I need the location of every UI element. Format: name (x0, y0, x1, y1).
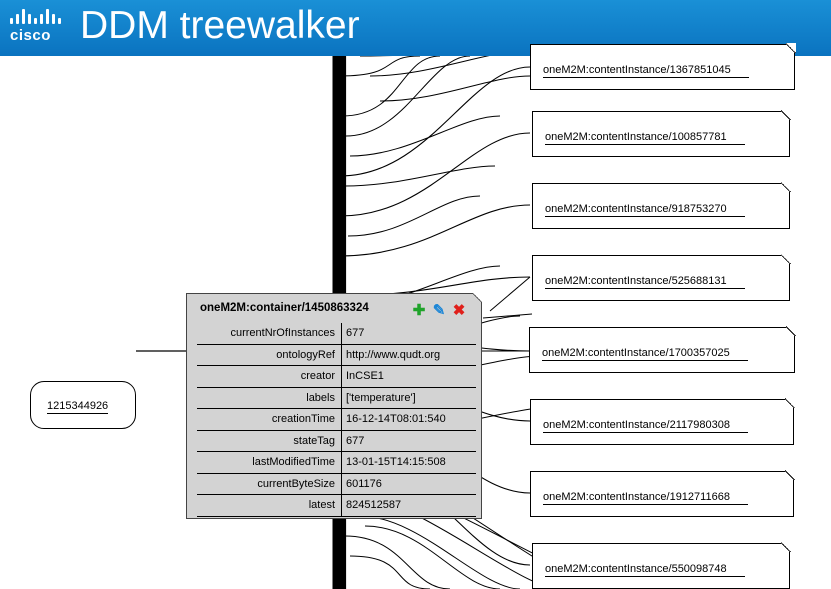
app-header: cisco DDM treewalker (0, 0, 831, 56)
property-key: latest (197, 494, 342, 517)
node-label: oneM2M:contentInstance/1912711668 (543, 491, 748, 505)
tree-node-child[interactable]: oneM2M:contentInstance/1367851045 (530, 43, 796, 90)
add-icon[interactable]: ✚ (412, 302, 426, 319)
property-key: creationTime (197, 408, 342, 431)
node-details-popup: oneM2M:container/1450863324 ✚ ✎ ✖ currentN… (186, 293, 482, 519)
node-label: oneM2M:contentInstance/550098748 (545, 563, 745, 577)
property-value: 824512587 (341, 494, 476, 517)
property-value: InCSE1 (341, 365, 476, 388)
cisco-logo: cisco (8, 6, 68, 46)
tree-node-child[interactable]: oneM2M:contentInstance/1700357025 (529, 326, 796, 373)
tree-canvas[interactable]: 1215344926 oneM2M:contentInstance/136785… (0, 43, 831, 589)
property-key: lastModifiedTime (197, 451, 342, 474)
tree-node-child[interactable]: oneM2M:contentInstance/550098748 (532, 542, 791, 589)
node-label: oneM2M:contentInstance/100857781 (545, 131, 745, 145)
property-key: currentByteSize (197, 473, 342, 495)
node-label: oneM2M:contentInstance/2117980308 (543, 419, 748, 433)
property-value: 601176 (341, 473, 476, 495)
node-label: oneM2M:contentInstance/918753270 (545, 203, 745, 217)
property-value: 16-12-14T08:01:540 (341, 408, 476, 431)
delete-icon[interactable]: ✖ (452, 302, 466, 319)
property-key: stateTag (197, 430, 342, 452)
property-key: currentNrOfInstances (197, 323, 342, 345)
tree-node-child[interactable]: oneM2M:contentInstance/100857781 (532, 110, 791, 157)
tree-node-child[interactable]: oneM2M:contentInstance/2117980308 (530, 398, 795, 445)
tree-node-root[interactable]: 1215344926 (30, 381, 136, 429)
logo-text: cisco (10, 27, 51, 44)
tree-node-child[interactable]: oneM2M:contentInstance/918753270 (532, 182, 791, 229)
property-key: creator (197, 365, 342, 388)
property-value: http://www.qudt.org (341, 344, 476, 366)
property-value: 13-01-15T14:15:508 (341, 451, 476, 474)
property-row: labels['temperature'] (197, 387, 476, 409)
popup-title: oneM2M:container/1450863324 (200, 302, 369, 314)
property-value: ['temperature'] (341, 387, 476, 409)
node-label: oneM2M:contentInstance/1367851045 (543, 64, 749, 78)
property-value: 677 (341, 323, 476, 345)
tree-node-child[interactable]: oneM2M:contentInstance/1912711668 (530, 470, 795, 517)
edit-icon[interactable]: ✎ (432, 302, 446, 319)
page-title: DDM treewalker (80, 4, 360, 47)
tree-node-child[interactable]: oneM2M:contentInstance/525688131 (532, 254, 791, 301)
property-value: 677 (341, 430, 476, 452)
node-label: oneM2M:contentInstance/1700357025 (542, 347, 748, 361)
property-key: labels (197, 387, 342, 409)
node-label: oneM2M:contentInstance/525688131 (545, 275, 745, 289)
node-label: 1215344926 (47, 400, 109, 414)
property-key: ontologyRef (197, 344, 342, 366)
